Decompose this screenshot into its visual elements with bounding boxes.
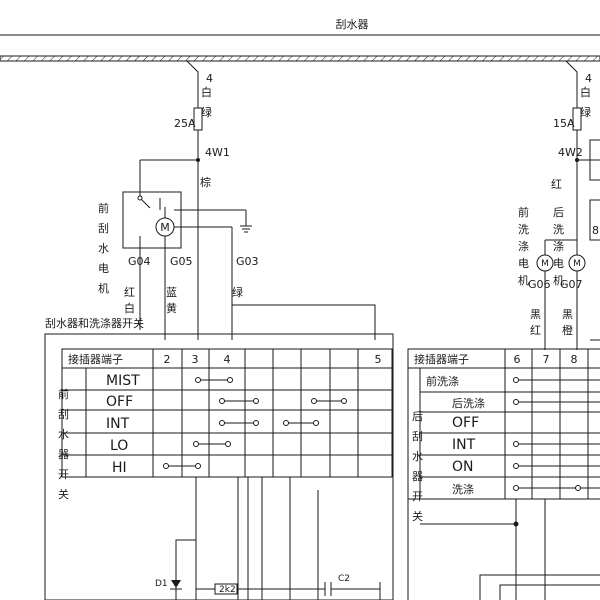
left-fuse-rating: 25A bbox=[174, 117, 196, 130]
bottom-components: D1 2k2 C2 bbox=[155, 539, 381, 600]
left-row-off: OFF bbox=[106, 394, 133, 410]
left-brown-label: 棕 bbox=[200, 175, 211, 189]
left-table-header: 接插器端子 bbox=[68, 352, 123, 366]
left-switch-title: 刮水器和洗涤器开关 bbox=[45, 316, 144, 330]
left-fuse-wire-num: 4 bbox=[206, 72, 213, 85]
left-row-lo: LO bbox=[110, 438, 128, 454]
rear-washer-label-text: 后洗涤电机 bbox=[553, 206, 564, 287]
left-ground-3: G03 bbox=[236, 255, 259, 268]
left-branch-label: 4W1 bbox=[205, 146, 230, 159]
right-table-header: 接插器端子 bbox=[414, 352, 469, 366]
left-terminal-2: 2 bbox=[164, 353, 171, 366]
rear-washer-label-text: 黑橙 bbox=[562, 308, 573, 337]
left-wire-color-1: 红白 bbox=[124, 286, 135, 315]
front-washer-label-text: 前洗涤电机 bbox=[518, 205, 529, 287]
diagram-title: 刮水器 bbox=[336, 17, 369, 31]
left-wire-color-3: 绿 bbox=[232, 285, 243, 299]
right-row-wash: 洗涤 bbox=[452, 482, 474, 496]
right-row-int: INT bbox=[452, 437, 476, 453]
rear-washer-motor-symbol: M bbox=[573, 259, 581, 269]
front-washer-motor-symbol: M bbox=[541, 259, 549, 269]
left-ground-1: G04 bbox=[128, 255, 151, 268]
left-motor-label: 前刮水电机 bbox=[98, 201, 109, 295]
right-row-rear-wash: 后洗涤 bbox=[452, 396, 485, 410]
front-washer-label-text: 黑红 bbox=[530, 308, 541, 337]
right-terminal-8: 8 bbox=[571, 353, 578, 366]
right-terminal-6: 6 bbox=[514, 353, 521, 366]
left-wire-color-1-text: 红白 bbox=[124, 286, 135, 315]
left-switch-frame bbox=[44, 333, 394, 600]
left-terminal-5: 5 bbox=[375, 353, 382, 366]
left-fuse-color: 白绿 bbox=[201, 85, 212, 119]
left-motor-symbol: M bbox=[160, 221, 170, 234]
diode-label: D1 bbox=[155, 579, 168, 589]
right-switch-side-label-text: 后刮水器开关 bbox=[412, 410, 423, 523]
left-circuit: 4 白绿 25A 4W1 棕 M 前刮水电机 G04 G05 G03 红白 bbox=[44, 60, 394, 600]
left-switch-table: 接插器端子 2 3 4 5 MIST OFF INT LO HI 前刮水器开关 bbox=[58, 348, 393, 501]
left-wire-color-3-text: 绿 bbox=[232, 285, 243, 299]
left-ground-2: G05 bbox=[170, 255, 193, 268]
right-side-partial: 8 bbox=[592, 224, 599, 237]
right-row-off: OFF bbox=[452, 415, 479, 431]
right-terminal-7: 7 bbox=[543, 353, 550, 366]
right-red-label: 红 bbox=[551, 178, 562, 191]
left-row-int: INT bbox=[106, 416, 130, 432]
right-row-on: ON bbox=[452, 459, 474, 475]
right-ground-2: G07 bbox=[560, 278, 583, 291]
right-switch-table: 接插器端子 6 7 8 前洗涤 后洗涤 OFF INT ON 洗涤 后刮水器开关 bbox=[407, 348, 600, 523]
left-contacts bbox=[163, 377, 347, 469]
left-switch-side-label: 前刮水器开关 bbox=[58, 387, 69, 501]
diode-icon bbox=[171, 580, 181, 588]
right-fuse-wire-num: 4 bbox=[585, 72, 592, 85]
resistor-label: 2k2 bbox=[219, 585, 236, 595]
right-fuse-rating: 15A bbox=[553, 117, 575, 130]
power-bus bbox=[0, 55, 600, 62]
left-motor-label-text: 前刮水电机 bbox=[98, 201, 109, 295]
left-row-hi: HI bbox=[112, 460, 127, 476]
left-motor-box bbox=[122, 191, 182, 249]
right-fuse-color: 白绿 bbox=[580, 85, 591, 119]
right-ground-1: G06 bbox=[528, 278, 551, 291]
left-switch-side-label-text: 前刮水器开关 bbox=[58, 387, 69, 501]
capacitor-label: C2 bbox=[338, 574, 350, 584]
left-terminal-4: 4 bbox=[224, 353, 231, 366]
right-row-front-wash: 前洗涤 bbox=[426, 374, 459, 388]
right-branch-label: 4W2 bbox=[558, 146, 583, 159]
left-wire-color-2: 蓝黄 bbox=[166, 286, 177, 315]
left-row-mist: MIST bbox=[106, 373, 140, 389]
right-switch-side-label: 后刮水器开关 bbox=[412, 410, 423, 523]
left-terminal-3: 3 bbox=[192, 353, 199, 366]
right-contacts bbox=[513, 377, 600, 491]
left-wire-color-2-text: 蓝黄 bbox=[166, 286, 177, 315]
